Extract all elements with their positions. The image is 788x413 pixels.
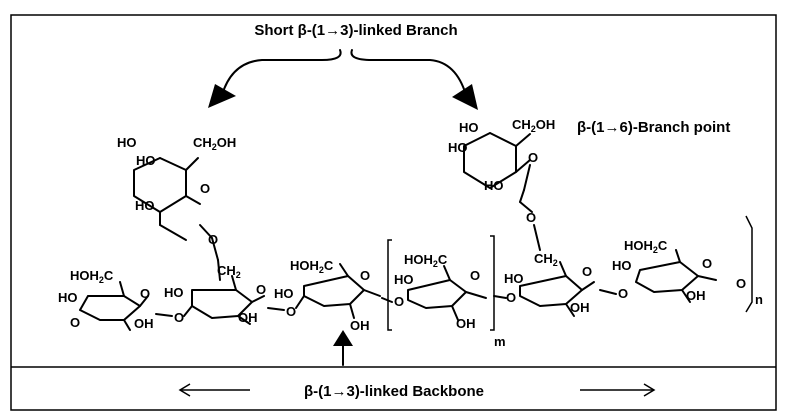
ch2oh-tail: OH <box>536 117 556 132</box>
ch2-label: CH2 <box>217 263 241 280</box>
branch-curve-left <box>221 49 342 96</box>
atom-label: HO <box>448 140 468 155</box>
atom-label: HO <box>459 120 479 135</box>
hoh2c-label: HOH2C <box>624 238 668 255</box>
hoh2c-sub: 2 <box>99 275 104 285</box>
ch2-label: CH2 <box>534 251 558 268</box>
ring-oxygen: O <box>256 282 266 297</box>
hoh2c-sub: 2 <box>653 245 658 255</box>
branch-point-label: β-(1→6)-Branch point <box>577 119 730 136</box>
atom-label: OH <box>686 288 706 303</box>
atom-label: OH <box>350 318 370 333</box>
hoh2c-tail: C <box>658 238 668 253</box>
backbone-ring-1 <box>79 281 149 331</box>
hoh2c-tail: C <box>438 252 448 267</box>
hoh2c-label: HOH2C <box>70 268 114 285</box>
atom-label: OH <box>238 310 258 325</box>
link-oxygen: O <box>526 210 536 225</box>
hoh2c-head: HOH <box>70 268 99 283</box>
link-oxygen: O <box>174 310 184 325</box>
hoh2c-head: HOH <box>290 258 319 273</box>
ch2oh-sub: 2 <box>531 124 536 134</box>
backbone-up-arrow <box>333 330 353 346</box>
arrowhead-right <box>452 84 478 110</box>
ch2oh-label: CH2OH <box>512 117 555 134</box>
backbone-ring-4 <box>407 265 487 321</box>
ring-oxygen: O <box>470 268 480 283</box>
atom-label: HO <box>484 178 504 193</box>
bracket-m-left <box>387 239 392 331</box>
ring-oxygen: O <box>200 181 210 196</box>
ch2oh-tail: OH <box>217 135 237 150</box>
atom-label: OH <box>456 316 476 331</box>
link-oxygen: O <box>208 232 218 247</box>
ring-oxygen: O <box>140 286 150 301</box>
repeat-n: n <box>755 292 763 307</box>
backbone-label: β-(1→3)-linked Backbone <box>304 383 484 400</box>
hoh2c-label: HOH2C <box>290 258 334 275</box>
backbone-ring-5 <box>519 261 595 317</box>
ring-oxygen: O <box>360 268 370 283</box>
hoh2c-tail: C <box>104 268 114 283</box>
bracket-n-right <box>745 215 753 313</box>
hoh2c-head: HOH <box>404 252 433 267</box>
ch2oh-ch: CH <box>193 135 212 150</box>
hoh2c-sub: 2 <box>433 259 438 269</box>
link-oxygen: O <box>506 290 516 305</box>
atom-label: HO <box>274 286 294 301</box>
hoh2c-tail: C <box>324 258 334 273</box>
atom-label: OH <box>134 316 154 331</box>
backbone-arrowhead-right <box>643 383 656 397</box>
link-oxygen: O <box>286 304 296 319</box>
arrowhead-left <box>208 84 236 108</box>
ch2oh-ch: CH <box>512 117 531 132</box>
ch2-sub: 2 <box>236 270 241 280</box>
repeat-m: m <box>494 334 506 349</box>
hoh2c-head: HOH <box>624 238 653 253</box>
ch2oh-label: CH2OH <box>193 135 236 152</box>
atom-label: HO <box>164 285 184 300</box>
branch-curve-right <box>350 49 467 96</box>
hoh2c-label: HOH2C <box>404 252 448 269</box>
ring-oxygen: O <box>528 150 538 165</box>
ch2-sub: 2 <box>553 258 558 268</box>
atom-label: HO <box>394 272 414 287</box>
backbone-ring-3 <box>295 263 381 319</box>
top-title: Short β-(1→3)-linked Branch <box>254 22 457 39</box>
backbone-arrowhead-left <box>178 383 191 397</box>
atom-label: HO <box>136 153 156 168</box>
ch2-ch: CH <box>217 263 236 278</box>
branch-sugar-right <box>463 132 541 251</box>
ch2-ch: CH <box>534 251 553 266</box>
atom-label: HO <box>58 290 78 305</box>
ring-oxygen: O <box>702 256 712 271</box>
atom-label: HO <box>612 258 632 273</box>
ch2oh-sub: 2 <box>212 142 217 152</box>
bracket-m-right <box>490 235 495 331</box>
link-oxygen: O <box>618 286 628 301</box>
atom-label: HO <box>504 271 524 286</box>
atom-label: HO <box>117 135 137 150</box>
backbone-ring-2 <box>183 275 265 325</box>
atom-label: OH <box>570 300 590 315</box>
terminal-oxygen: O <box>736 276 746 291</box>
ring-oxygen: O <box>582 264 592 279</box>
atom-label: O <box>70 315 80 330</box>
link-oxygen: O <box>394 294 404 309</box>
outer-frame <box>10 14 777 411</box>
hoh2c-sub: 2 <box>319 265 324 275</box>
branch-sugar-left <box>133 157 221 281</box>
atom-label: HO <box>135 198 155 213</box>
backbone-ring-6 <box>635 249 717 303</box>
